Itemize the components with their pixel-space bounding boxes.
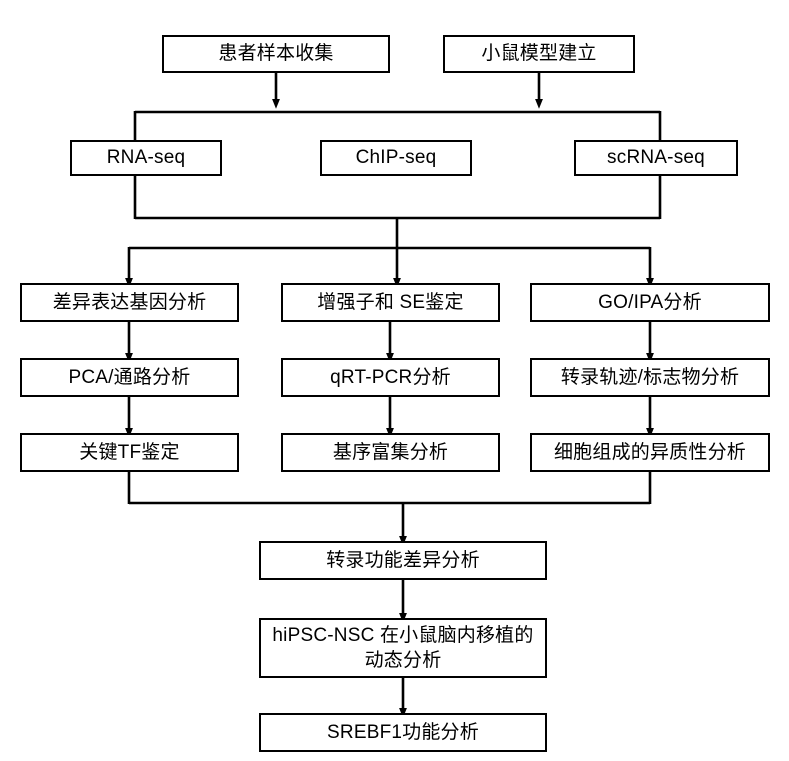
node-patient-sample-collection[interactable]: 患者样本收集 — [162, 35, 390, 73]
node-label: SREBF1功能分析 — [327, 721, 479, 743]
node-label: 细胞组成的异质性分析 — [553, 441, 746, 463]
node-rna-seq[interactable]: RNA-seq — [70, 140, 222, 176]
node-label: scRNA-seq — [607, 147, 705, 169]
node-label: qRT-PCR分析 — [330, 366, 451, 388]
node-label: 基序富集分析 — [332, 441, 449, 463]
node-srebf1-function-analysis[interactable]: SREBF1功能分析 — [259, 713, 547, 752]
node-chip-seq[interactable]: ChIP-seq — [320, 140, 472, 176]
node-label: 转录功能差异分析 — [326, 549, 480, 571]
node-label: 差异表达基因分析 — [52, 291, 207, 313]
node-enhancer-and-se-identification[interactable]: 增强子和 SE鉴定 — [281, 283, 500, 322]
node-label: hiPSC-NSC 在小鼠脑内移植的 动态分析 — [272, 624, 534, 671]
node-scrna-seq[interactable]: scRNA-seq — [574, 140, 738, 176]
node-label: 小鼠模型建立 — [481, 43, 597, 65]
node-label: 增强子和 SE鉴定 — [317, 291, 464, 313]
node-pca-pathway-analysis[interactable]: PCA/通路分析 — [20, 358, 239, 397]
node-label: PCA/通路分析 — [68, 366, 191, 388]
node-transcription-trajectory-marker-analysis[interactable]: 转录轨迹/标志物分析 — [530, 358, 770, 397]
node-transcriptional-function-difference-analysis[interactable]: 转录功能差异分析 — [259, 541, 547, 580]
node-label: ChIP-seq — [355, 147, 437, 169]
node-label: GO/IPA分析 — [598, 291, 702, 313]
node-go-ipa-analysis[interactable]: GO/IPA分析 — [530, 283, 770, 322]
node-cell-composition-heterogeneity-analysis[interactable]: 细胞组成的异质性分析 — [530, 433, 770, 472]
node-mouse-model-establishment[interactable]: 小鼠模型建立 — [443, 35, 635, 73]
node-key-tf-identification[interactable]: 关键TF鉴定 — [20, 433, 239, 472]
node-label: 转录轨迹/标志物分析 — [560, 366, 740, 388]
node-label: 关键TF鉴定 — [79, 441, 180, 463]
node-hipsc-nsc-transplantation-dynamics[interactable]: hiPSC-NSC 在小鼠脑内移植的 动态分析 — [259, 618, 547, 678]
node-qrt-pcr-analysis[interactable]: qRT-PCR分析 — [281, 358, 500, 397]
node-motif-enrichment-analysis[interactable]: 基序富集分析 — [281, 433, 500, 472]
node-label: RNA-seq — [106, 147, 186, 169]
node-label: 患者样本收集 — [218, 43, 334, 65]
node-differential-gene-expression-analysis[interactable]: 差异表达基因分析 — [20, 283, 239, 322]
